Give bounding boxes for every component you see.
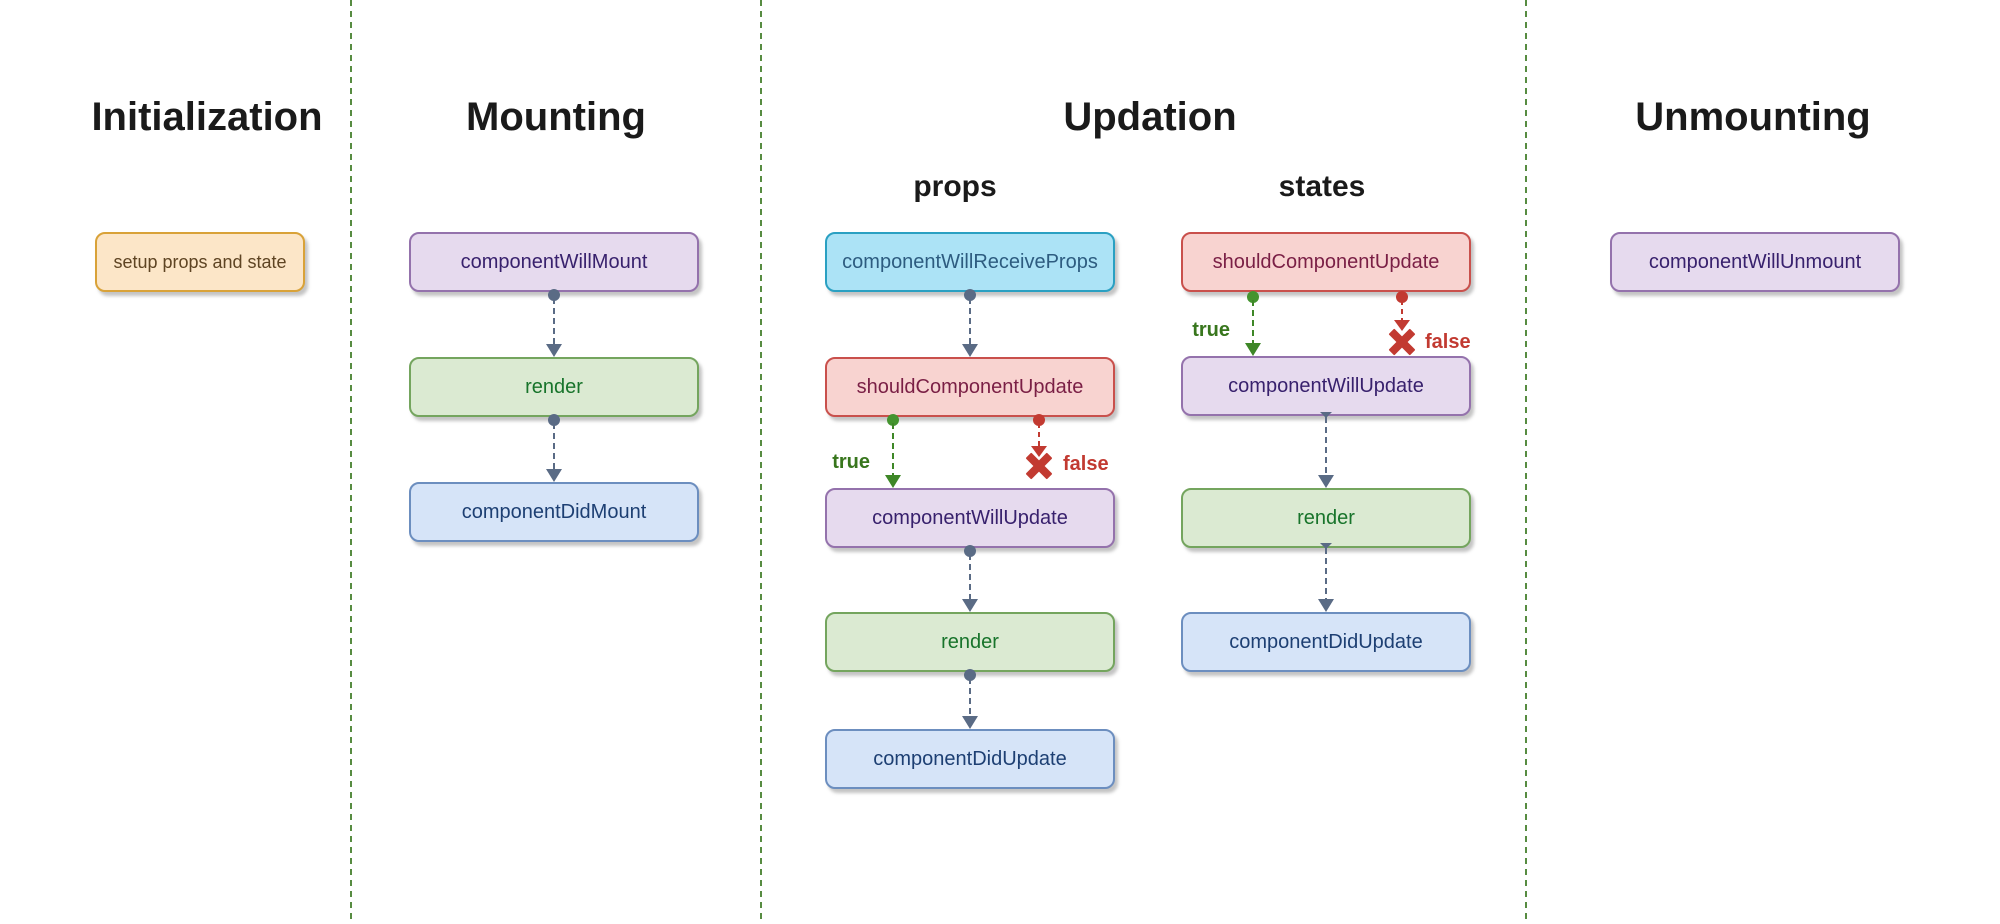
node-props-component-did-update: componentDidUpdate	[825, 729, 1115, 789]
props-true-label: true	[832, 451, 870, 473]
arrow-props-willupdate-to-render	[962, 545, 978, 612]
arrowhead-icon	[885, 475, 901, 488]
mounting-title: Mounting	[466, 95, 646, 139]
states-false-cross-icon	[1388, 328, 1416, 356]
node-states-render: render	[1181, 488, 1471, 548]
node-states-component-did-update: componentDidUpdate	[1181, 612, 1471, 672]
arrow-states-true-branch	[1245, 291, 1261, 356]
node-component-will-mount: componentWillMount	[409, 232, 699, 292]
arrowhead-icon	[1318, 475, 1334, 488]
node-props-component-will-update: componentWillUpdate	[825, 488, 1115, 548]
connector-dot	[548, 289, 560, 301]
connector-dot	[548, 414, 560, 426]
node-component-will-receive-props: componentWillReceiveProps	[825, 232, 1115, 292]
node-mounting-render: render	[409, 357, 699, 417]
arrow-receiveprops-to-shouldupdate	[962, 289, 978, 357]
connector-dot	[1033, 414, 1045, 426]
connector-dot	[1396, 291, 1408, 303]
arrowhead-icon	[1394, 320, 1410, 331]
updation-title: Updation	[1063, 95, 1237, 139]
arrow-states-render-to-didupdate	[1318, 543, 1334, 612]
arrowhead-icon	[962, 599, 978, 612]
node-props-render: render	[825, 612, 1115, 672]
arrowhead-icon	[962, 716, 978, 729]
node-component-did-mount: componentDidMount	[409, 482, 699, 542]
connector-start-triangle	[1320, 543, 1332, 549]
node-states-should-component-update: shouldComponentUpdate	[1181, 232, 1471, 292]
arrowhead-icon	[1318, 599, 1334, 612]
states-column-title: states	[1278, 170, 1366, 203]
node-component-will-unmount: componentWillUnmount	[1610, 232, 1900, 292]
unmounting-title: Unmounting	[1635, 95, 1871, 139]
arrowhead-icon	[962, 344, 978, 357]
arrow-render-to-didmount	[546, 414, 562, 482]
connector-dot	[964, 289, 976, 301]
node-states-component-will-update: componentWillUpdate	[1181, 356, 1471, 416]
props-false-label: false	[1063, 453, 1109, 475]
node-setup-props-and-state: setup props and state	[95, 232, 305, 292]
arrowhead-icon	[546, 344, 562, 357]
node-props-should-component-update: shouldComponentUpdate	[825, 357, 1115, 417]
connector-dot	[964, 669, 976, 681]
arrowhead-icon	[546, 469, 562, 482]
section-divider-3	[1525, 0, 1527, 924]
arrow-states-false-branch	[1394, 291, 1410, 331]
connector-dot	[1247, 291, 1259, 303]
connector-dot	[964, 545, 976, 557]
arrowhead-icon	[1245, 343, 1261, 356]
props-false-cross-icon	[1025, 452, 1053, 480]
section-divider-1	[350, 0, 352, 924]
states-false-label: false	[1425, 331, 1471, 353]
props-column-title: props	[913, 170, 997, 203]
arrow-willmount-to-render	[546, 289, 562, 357]
arrow-states-willupdate-to-render	[1318, 412, 1334, 488]
section-divider-2	[760, 0, 762, 924]
connector-start-triangle	[1320, 412, 1332, 418]
arrow-props-true-branch	[885, 414, 901, 488]
states-true-label: true	[1192, 319, 1230, 341]
connector-dot	[887, 414, 899, 426]
initialization-title: Initialization	[91, 95, 323, 139]
arrow-props-render-to-didupdate	[962, 669, 978, 729]
